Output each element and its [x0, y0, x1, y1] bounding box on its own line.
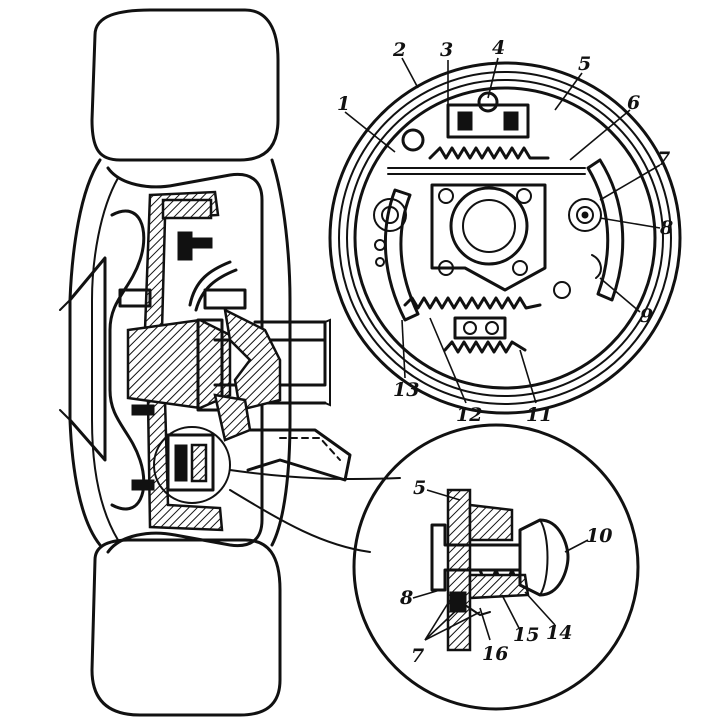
label-7-detail: 7	[411, 645, 424, 667]
lower-spring	[403, 296, 542, 310]
label-4: 4	[492, 37, 505, 59]
upper-spring	[428, 146, 550, 160]
label-7: 7	[657, 148, 670, 170]
label-16: 16	[482, 643, 508, 665]
hub-flange	[430, 183, 547, 292]
label-1: 1	[337, 93, 350, 115]
label-12: 12	[456, 404, 482, 426]
label-15: 15	[513, 624, 539, 646]
wheel-cylinder	[446, 103, 530, 139]
label-11: 11	[526, 404, 552, 426]
detail-zoom	[352, 423, 640, 711]
wheel-section	[59, 8, 352, 717]
label-13: 13	[393, 379, 419, 401]
label-6: 6	[627, 92, 640, 114]
label-9: 9	[640, 305, 653, 327]
tyre-top	[90, 8, 280, 162]
label-5-detail: 5	[413, 477, 426, 499]
brake-shoe-right	[586, 158, 625, 302]
callout-labels: 1 2 3 4 5 6 7 8 9 11 12 13 5 10 8 7 16 1…	[337, 37, 673, 667]
label-3: 3	[440, 39, 453, 61]
label-8-detail: 8	[399, 587, 413, 609]
tyre-bottom	[90, 538, 282, 717]
label-2: 2	[392, 39, 406, 61]
back-plate-view	[328, 61, 682, 415]
label-8: 8	[659, 217, 673, 239]
label-10: 10	[586, 525, 612, 547]
leader-lines	[344, 57, 661, 641]
label-14: 14	[546, 622, 572, 644]
hold-down-spring-right	[568, 198, 602, 232]
hold-down-spring-left	[373, 198, 407, 232]
label-5: 5	[578, 53, 591, 75]
